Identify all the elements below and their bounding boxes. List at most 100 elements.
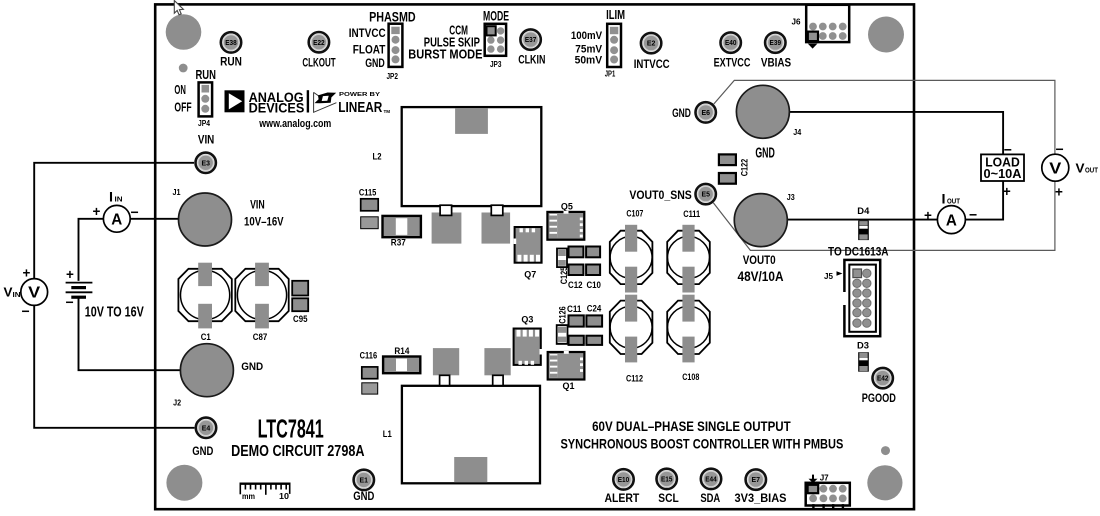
- svg-text:60V DUAL–PHASE SINGLE OUTPUT: 60V DUAL–PHASE SINGLE OUTPUT: [592, 418, 791, 434]
- svg-text:J1: J1: [173, 187, 181, 197]
- svg-text:SCL: SCL: [658, 491, 679, 505]
- svg-text:BURST MODE: BURST MODE: [408, 47, 482, 62]
- svg-text:I: I: [109, 189, 113, 205]
- svg-text:DEMO CIRCUIT 2798A: DEMO CIRCUIT 2798A: [231, 443, 365, 460]
- svg-text:PULSE SKIP: PULSE SKIP: [424, 34, 480, 49]
- svg-text:−: −: [1056, 141, 1064, 157]
- svg-text:+: +: [1055, 185, 1063, 200]
- svg-text:E5: E5: [701, 192, 710, 199]
- svg-text:75mV: 75mV: [575, 44, 603, 56]
- svg-text:C10: C10: [586, 280, 601, 291]
- svg-text:−: −: [969, 206, 977, 222]
- svg-text:ALERT: ALERT: [604, 491, 639, 505]
- svg-text:E4: E4: [202, 425, 211, 432]
- svg-text:VBIAS: VBIAS: [761, 56, 791, 70]
- svg-text:C122: C122: [739, 159, 750, 177]
- svg-text:www.analog.com: www.analog.com: [259, 118, 332, 130]
- svg-text:IN: IN: [13, 290, 21, 299]
- svg-text:TO DC1613A: TO DC1613A: [828, 244, 889, 258]
- svg-text:J3: J3: [787, 192, 795, 202]
- svg-text:Q1: Q1: [563, 381, 576, 392]
- svg-text:V: V: [28, 285, 40, 302]
- svg-text:RUN: RUN: [220, 54, 242, 68]
- svg-text:J4: J4: [793, 127, 801, 137]
- svg-text:E2: E2: [647, 41, 656, 48]
- svg-text:E1: E1: [360, 478, 369, 485]
- svg-text:JP1: JP1: [605, 69, 616, 79]
- svg-text:V: V: [1049, 160, 1061, 177]
- svg-text:E42: E42: [877, 376, 889, 383]
- svg-text:EXTVCC: EXTVCC: [714, 56, 751, 70]
- svg-text:E44: E44: [705, 477, 717, 484]
- svg-text:SDA: SDA: [700, 491, 720, 505]
- svg-text:C108: C108: [682, 372, 699, 383]
- svg-text:R14: R14: [394, 346, 410, 357]
- svg-text:C95: C95: [293, 314, 308, 325]
- svg-text:Q7: Q7: [524, 270, 536, 281]
- svg-text:J7: J7: [820, 473, 829, 483]
- svg-text:FLOAT: FLOAT: [353, 43, 386, 57]
- svg-text:E6: E6: [701, 110, 710, 117]
- svg-text:C12: C12: [568, 280, 583, 291]
- svg-text:GND: GND: [192, 444, 213, 458]
- svg-text:Q5: Q5: [561, 202, 574, 213]
- svg-text:50mV: 50mV: [575, 54, 603, 66]
- svg-text:E38: E38: [225, 40, 237, 47]
- svg-text:E40: E40: [725, 40, 737, 47]
- svg-text:PGOOD: PGOOD: [862, 391, 896, 405]
- svg-text:INTVCC: INTVCC: [349, 26, 386, 40]
- svg-text:VIN: VIN: [198, 133, 214, 147]
- svg-text:C1: C1: [201, 332, 212, 343]
- svg-text:−: −: [1004, 141, 1012, 157]
- svg-text:OFF: OFF: [174, 100, 191, 115]
- svg-text:E15: E15: [661, 477, 673, 484]
- svg-text:Q3: Q3: [521, 315, 533, 326]
- svg-text:48V/10A: 48V/10A: [738, 269, 784, 284]
- svg-text:10: 10: [279, 491, 289, 501]
- svg-text:LINEAR: LINEAR: [338, 100, 382, 116]
- svg-text:C24: C24: [587, 303, 602, 314]
- svg-text:VIN: VIN: [250, 198, 265, 212]
- svg-text:E39: E39: [770, 40, 782, 47]
- svg-text:−: −: [22, 303, 30, 319]
- svg-text:L2: L2: [373, 151, 382, 162]
- svg-text:C115: C115: [359, 187, 377, 198]
- svg-text:POWER BY: POWER BY: [339, 92, 381, 98]
- svg-text:JP4: JP4: [198, 118, 210, 128]
- svg-text:J6: J6: [792, 17, 801, 27]
- svg-text:GND: GND: [755, 146, 775, 162]
- svg-text:A: A: [946, 212, 957, 229]
- svg-text:C116: C116: [360, 351, 378, 362]
- svg-text:CLKOUT: CLKOUT: [302, 55, 336, 69]
- svg-text:10V–16V: 10V–16V: [244, 215, 284, 229]
- svg-text:GND: GND: [672, 106, 691, 120]
- svg-text:C126: C126: [558, 306, 569, 324]
- svg-text:VOUT0: VOUT0: [743, 253, 776, 267]
- svg-text:A: A: [111, 211, 122, 228]
- svg-text:C11: C11: [567, 304, 582, 315]
- svg-text:INTVCC: INTVCC: [634, 57, 670, 71]
- svg-text:E22: E22: [313, 40, 325, 47]
- svg-text:JP2: JP2: [386, 71, 398, 81]
- svg-text:GND: GND: [365, 56, 385, 70]
- svg-text:C112: C112: [626, 374, 643, 385]
- svg-text:E37: E37: [525, 37, 537, 44]
- svg-text:TM: TM: [384, 109, 391, 114]
- svg-text:mm: mm: [242, 491, 255, 501]
- svg-text:J5: J5: [824, 271, 833, 281]
- svg-text:LOAD: LOAD: [985, 154, 1020, 169]
- svg-text:I: I: [942, 191, 946, 207]
- svg-text:D4: D4: [857, 206, 870, 217]
- svg-text:LTC7841: LTC7841: [258, 414, 324, 444]
- svg-text:C107: C107: [626, 208, 643, 219]
- svg-text:C87: C87: [253, 332, 268, 343]
- svg-text:ON: ON: [174, 82, 186, 97]
- svg-text:C125: C125: [559, 266, 570, 284]
- svg-text:GND: GND: [241, 361, 263, 373]
- svg-text:−: −: [66, 294, 74, 310]
- svg-text:J2: J2: [173, 397, 181, 407]
- svg-text:OUT: OUT: [1085, 166, 1098, 175]
- svg-text:E3: E3: [201, 160, 210, 167]
- svg-text:VOUT0_SNS: VOUT0_SNS: [629, 188, 691, 202]
- svg-text:10V TO 16V: 10V TO 16V: [85, 305, 144, 321]
